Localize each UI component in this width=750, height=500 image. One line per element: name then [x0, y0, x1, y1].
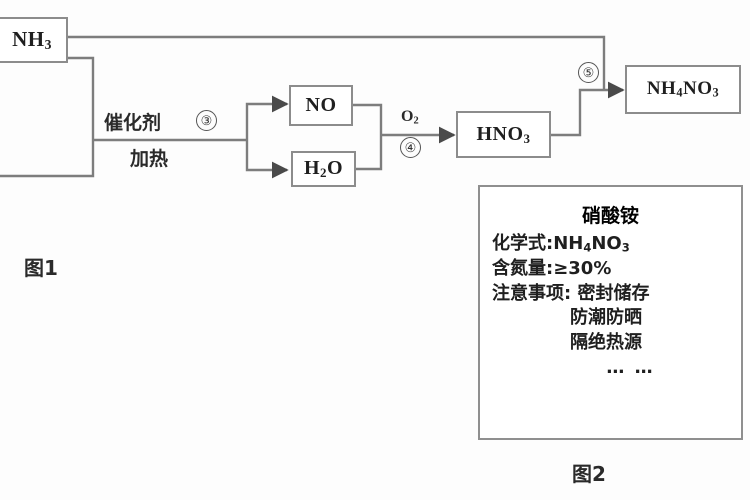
- wire-top-route: [68, 35, 606, 90]
- step-marker-5: ⑤: [578, 62, 599, 83]
- wire-hno3-out: [551, 88, 617, 137]
- node-nitric-acid-label: HNO3: [476, 122, 531, 146]
- node-water: H2O: [291, 151, 356, 187]
- step-marker-5-label: ⑤: [582, 65, 595, 80]
- node-ammonia: NH3: [0, 17, 68, 63]
- node-ammonia-label: NH3: [12, 27, 52, 52]
- wire-left-loop: [0, 56, 95, 178]
- card-notes-ellipsis: … …: [606, 357, 655, 379]
- node-water-label: H2O: [303, 157, 344, 180]
- card-title: 硝酸铵: [581, 205, 639, 227]
- wire-h2o-out: [356, 135, 383, 171]
- wire-branch-no: [245, 102, 281, 140]
- edge-label-oxygen: O2: [401, 108, 419, 127]
- edge-label-heating: 加热: [130, 148, 169, 170]
- step-marker-3: ③: [196, 110, 217, 131]
- step-marker-3-label: ③: [200, 113, 213, 128]
- node-nitric-acid: HNO3: [456, 111, 551, 158]
- card-notes-line-3: 隔绝热源: [570, 332, 642, 354]
- node-ammonium-nitrate-label: NH4NO3: [646, 78, 720, 100]
- step-marker-4: ④: [400, 137, 421, 158]
- card-notes-line-1: 注意事项: 密封储存: [492, 282, 650, 304]
- card-formula-line: 化学式:NH4NO3: [492, 233, 630, 255]
- figure-1-caption: 图1: [24, 256, 58, 280]
- wire-branch-h2o: [245, 140, 281, 172]
- edge-label-catalyst: 催化剂: [104, 112, 162, 134]
- product-label-card: 硝酸铵 化学式:NH4NO3 含氮量:≥30% 注意事项: 密封储存 防潮防晒 …: [478, 185, 743, 440]
- node-nitric-oxide: NO: [289, 85, 353, 126]
- figure-2-caption: 图2: [572, 462, 606, 486]
- wire-no-out: [353, 103, 383, 135]
- node-nitric-oxide-label: NO: [305, 94, 337, 116]
- step-marker-4-label: ④: [404, 140, 417, 155]
- card-notes-line-2: 防潮防晒: [570, 307, 642, 329]
- card-nitrogen-line: 含氮量:≥30%: [492, 257, 612, 279]
- node-ammonium-nitrate: NH4NO3: [625, 65, 741, 114]
